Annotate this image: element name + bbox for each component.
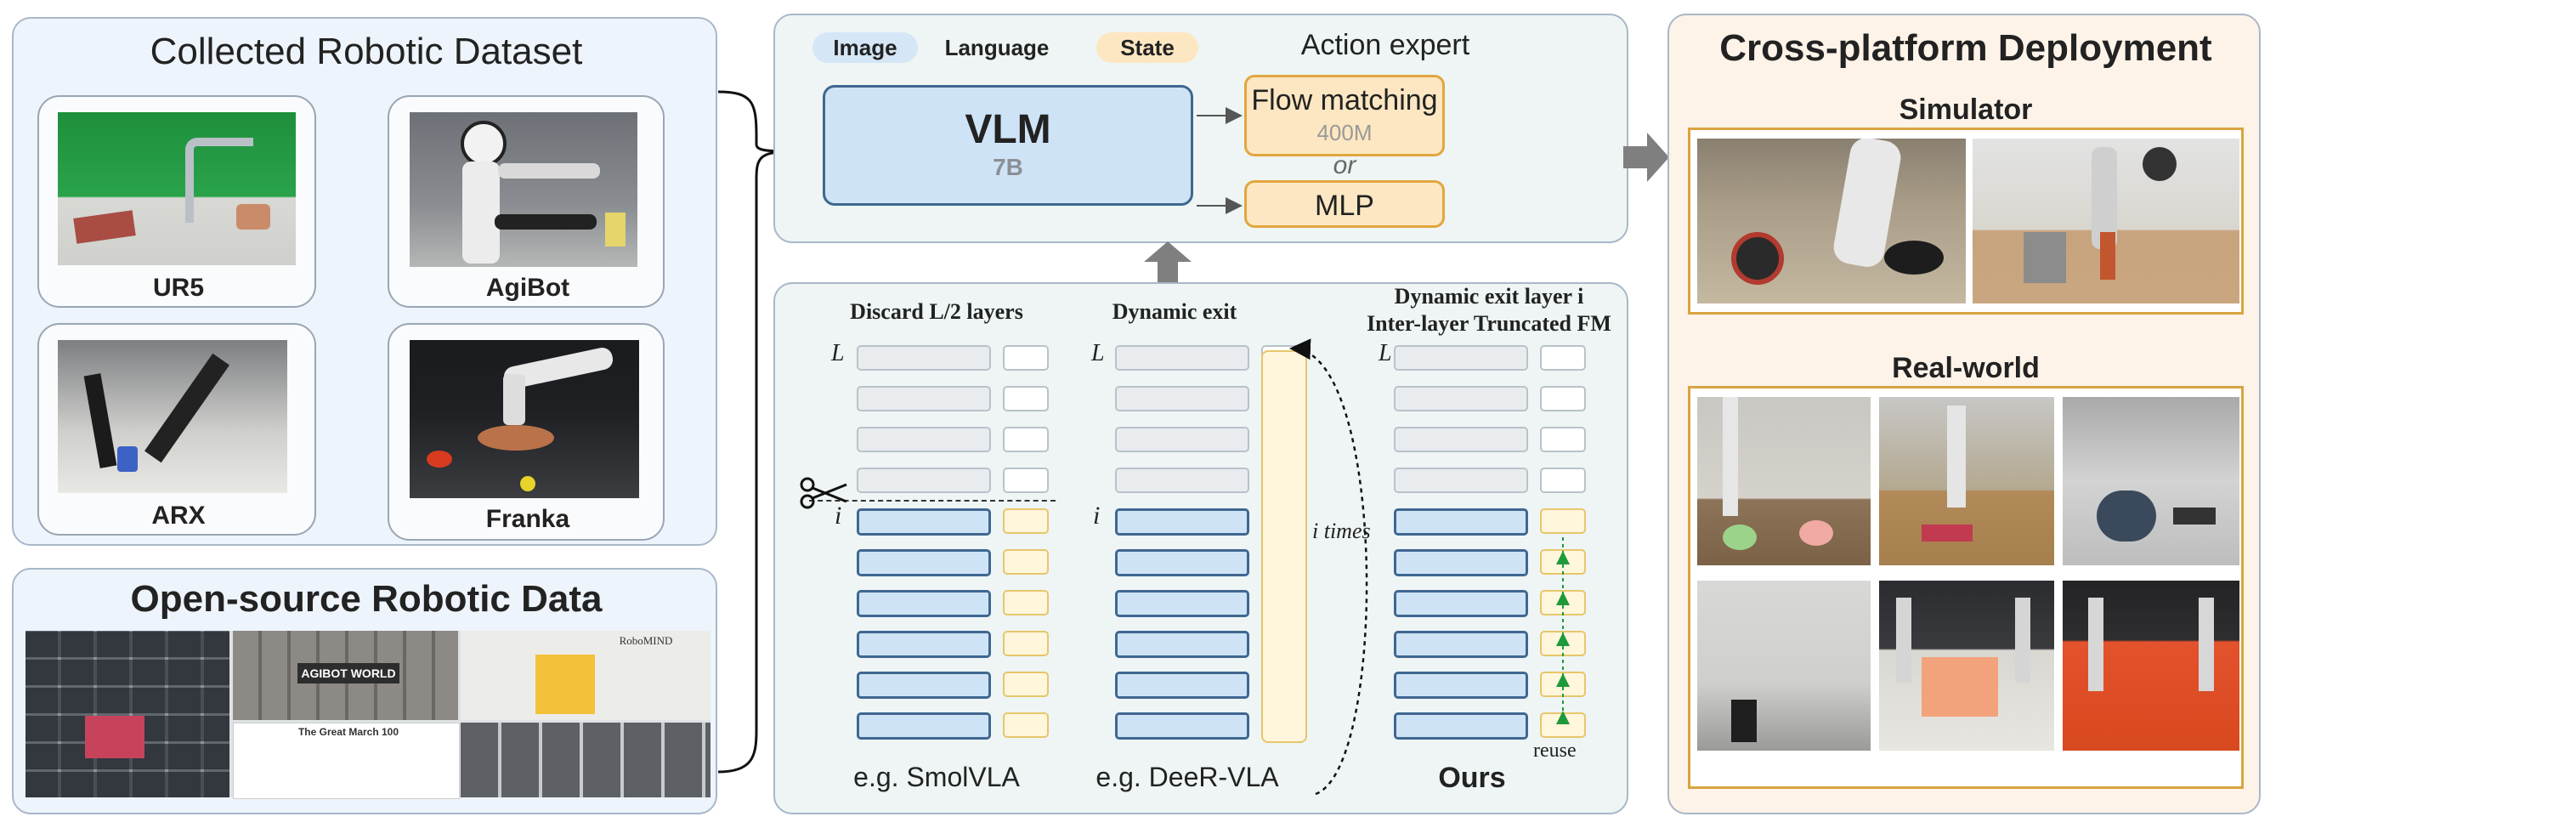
- real-photo-2: [1879, 397, 2054, 565]
- mlp-label: MLP: [1315, 190, 1374, 222]
- vlm-block: VLM 7B: [823, 85, 1193, 206]
- col1-i-label: i: [835, 502, 842, 530]
- up-arrow: [1144, 241, 1192, 282]
- ur5-photo: [58, 112, 296, 265]
- agibot-photo: [410, 112, 637, 267]
- robot-card-franka: Franka: [388, 323, 665, 541]
- simulator-label: Simulator: [1899, 94, 2033, 126]
- reuse-arrows: [1556, 534, 1570, 724]
- great-march-text: The Great March 100: [297, 726, 399, 738]
- col3-title-2: Inter-layer Truncated FM: [1367, 311, 1611, 336]
- real-photo-6: [2063, 581, 2239, 751]
- collected-dataset-title: Collected Robotic Dataset: [150, 31, 583, 72]
- real-photo-5: [1879, 581, 2054, 751]
- open-source-panel: Open-source Robotic Data AGIBOT WORLD Th…: [12, 568, 717, 814]
- robot-card-ur5: UR5: [37, 95, 316, 308]
- sim-photo-2: [1973, 139, 2239, 303]
- flow-matching-size: 400M: [1316, 120, 1373, 145]
- tag-language: Language: [944, 35, 1050, 60]
- robot-card-agibot: AgiBot: [388, 95, 665, 308]
- deployment-title: Cross-platform Deployment: [1719, 27, 2212, 69]
- simulator-frame: [1688, 128, 2244, 315]
- i-times-label: i times: [1312, 519, 1371, 543]
- reuse-label: reuse: [1533, 740, 1577, 762]
- methods-panel: Discard L/2 layers Dynamic exit Dynamic …: [773, 282, 1628, 814]
- example-smolvla: e.g. SmolVLA: [853, 762, 1020, 792]
- real-world-frame: [1688, 386, 2244, 789]
- col3-L-label: L: [1379, 340, 1392, 366]
- collected-dataset-panel: Collected Robotic Dataset UR5 AgiBot ARX: [12, 17, 717, 546]
- scissors-icon: [800, 477, 847, 509]
- robot-label-agibot: AgiBot: [485, 274, 570, 302]
- col2-i-label: i: [1093, 502, 1101, 530]
- mlp-block: MLP: [1244, 180, 1445, 228]
- or-label: or: [1333, 151, 1356, 179]
- left-bracket-connector: [718, 90, 787, 774]
- col1-L-label: L: [831, 340, 845, 366]
- flow-matching-label: Flow matching: [1251, 84, 1438, 116]
- col2-title: Dynamic exit: [1112, 299, 1237, 324]
- real-photo-4: [1697, 581, 1871, 751]
- agibot-world-banner: AGIBOT WORLD: [297, 663, 399, 683]
- vlm-label: VLM: [965, 107, 1051, 152]
- action-expert-label: Action expert: [1300, 29, 1470, 61]
- real-photo-3: [2063, 397, 2239, 565]
- col2-L-label: L: [1091, 340, 1105, 366]
- open-source-title: Open-source Robotic Data: [130, 578, 603, 620]
- vlm-to-expert-arrows: [1197, 107, 1243, 214]
- robot-label-ur5: UR5: [152, 274, 204, 302]
- ours-label: Ours: [1438, 762, 1506, 794]
- real-world-label: Real-world: [1892, 352, 2040, 384]
- robot-label-arx: ARX: [151, 502, 206, 530]
- robot-label-franka: Franka: [485, 505, 570, 533]
- robomind-text: RoboMIND: [619, 634, 673, 647]
- vlm-size: 7B: [993, 154, 1023, 180]
- tag-image: Image: [812, 32, 918, 63]
- cut-line: [809, 500, 1056, 502]
- col2-tall-expert-bar: [1261, 350, 1307, 743]
- arx-photo: [58, 340, 287, 493]
- deployment-panel: Cross-platform Deployment Simulator Real…: [1667, 14, 2261, 814]
- col3-title-1: Dynamic exit layer i: [1394, 284, 1584, 309]
- franka-photo: [410, 340, 639, 498]
- loop-arrow: [1289, 338, 1368, 796]
- real-photo-1: [1697, 397, 1871, 565]
- col1-title: Discard L/2 layers: [850, 299, 1023, 324]
- flow-matching-block: Flow matching 400M: [1244, 75, 1445, 156]
- open-source-collage: AGIBOT WORLD The Great March 100 RoboMIN…: [25, 631, 711, 799]
- vlm-panel: Image Language State Action expert VLM 7…: [773, 14, 1628, 243]
- example-deer-vla: e.g. DeeR-VLA: [1096, 762, 1279, 792]
- robot-card-arx: ARX: [37, 323, 316, 536]
- right-arrow: [1623, 133, 1669, 182]
- tag-state: State: [1096, 32, 1198, 63]
- sim-photo-1: [1697, 139, 1966, 303]
